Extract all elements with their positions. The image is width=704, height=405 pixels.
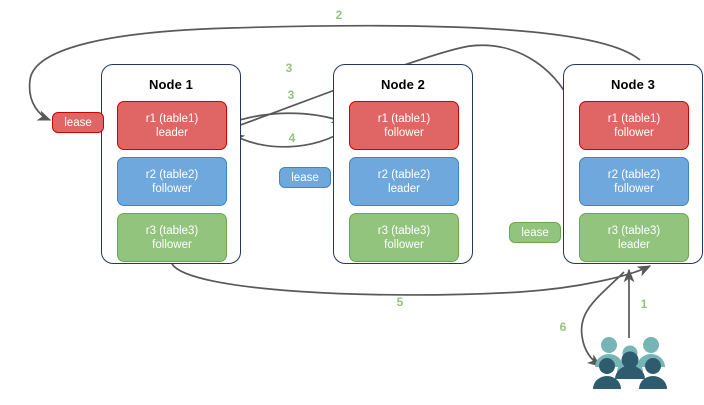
replica-node3-r3[interactable]: r3 (table3) leader: [579, 213, 689, 262]
edge-step-5: [171, 263, 652, 296]
users-group-icon: [592, 334, 668, 392]
replica-node1-r3[interactable]: r3 (table3) follower: [117, 213, 227, 262]
replica-name: r3 (table3): [377, 224, 431, 237]
node-card-1[interactable]: Node 1 r1 (table1) leader r2 (table2) fo…: [101, 64, 241, 264]
step-label-3-lower: 3: [287, 88, 295, 102]
node-card-2[interactable]: Node 2 r1 (table1) follower r2 (table2) …: [333, 64, 473, 264]
edge-step-3-to-node2: [227, 112, 346, 125]
replica-name: r1 (table1): [607, 112, 661, 125]
replica-role: follower: [384, 238, 424, 251]
node-title-3: Node 3: [611, 77, 655, 92]
replica-role: follower: [152, 238, 192, 251]
step-label-6: 6: [559, 320, 567, 334]
node-card-3[interactable]: Node 3 r1 (table1) follower r2 (table2) …: [563, 64, 703, 264]
step-label-3-upper: 3: [285, 61, 293, 75]
step-label-1: 1: [640, 297, 648, 311]
replica-name: r2 (table2): [145, 168, 199, 181]
lease-badge-green[interactable]: lease: [509, 222, 561, 243]
replica-role: follower: [614, 182, 654, 195]
replica-role: follower: [152, 182, 192, 195]
replica-role: leader: [388, 182, 420, 195]
replica-role: leader: [618, 238, 650, 251]
step-label-4: 4: [288, 131, 296, 145]
replica-name: r1 (table1): [377, 112, 431, 125]
replica-node2-r1[interactable]: r1 (table1) follower: [349, 101, 459, 150]
replica-name: r2 (table2): [377, 168, 431, 181]
step-label-5: 5: [396, 295, 404, 309]
node-title-1: Node 1: [149, 77, 193, 92]
replica-name: r1 (table1): [145, 112, 199, 125]
replica-name: r3 (table3): [607, 224, 661, 237]
replica-node1-r1[interactable]: r1 (table1) leader: [117, 101, 227, 150]
replica-node3-r1[interactable]: r1 (table1) follower: [579, 101, 689, 150]
replica-node2-r3[interactable]: r3 (table3) follower: [349, 213, 459, 262]
replica-node1-r2[interactable]: r2 (table2) follower: [117, 157, 227, 206]
step-label-2: 2: [335, 8, 343, 22]
replica-name: r3 (table3): [145, 224, 199, 237]
replica-node2-r2[interactable]: r2 (table2) leader: [349, 157, 459, 206]
replica-node3-r2[interactable]: r2 (table2) follower: [579, 157, 689, 206]
replica-role: leader: [156, 126, 188, 139]
replica-name: r2 (table2): [607, 168, 661, 181]
replica-role: follower: [384, 126, 424, 139]
lease-badge-red[interactable]: lease: [52, 112, 104, 133]
replica-role: follower: [614, 126, 654, 139]
lease-badge-blue[interactable]: lease: [279, 167, 331, 188]
node-title-2: Node 2: [381, 77, 425, 92]
